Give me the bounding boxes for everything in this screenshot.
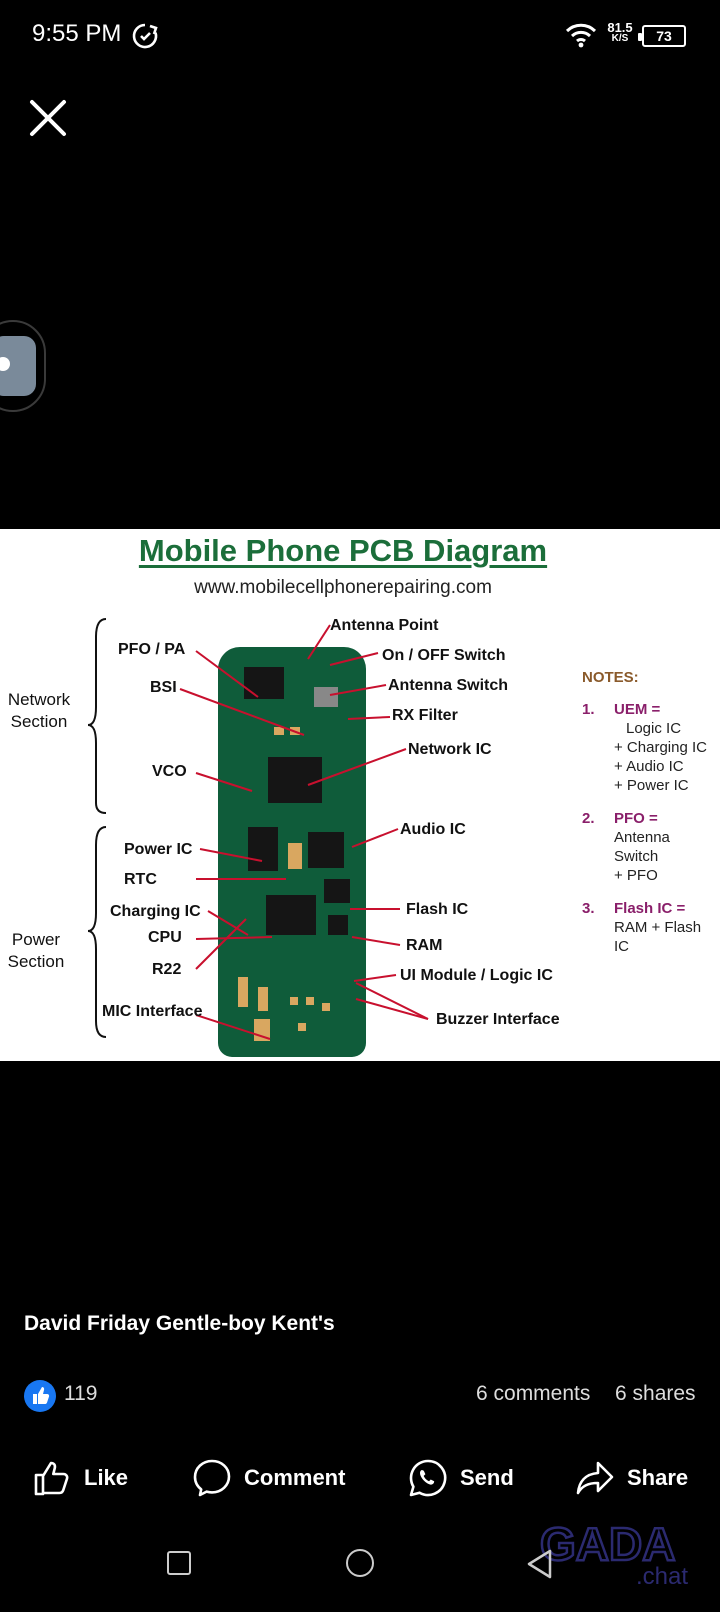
- label-bsi: BSI: [150, 679, 177, 696]
- whatsapp-icon: [409, 1459, 447, 1497]
- share-arrow-icon: [576, 1461, 614, 1495]
- svg-text:.chat: .chat: [636, 1563, 688, 1588]
- diagram-url: www.mobilecellphonerepairing.com: [194, 577, 492, 598]
- like-button[interactable]: Like: [32, 1450, 128, 1506]
- share-label: Share: [627, 1465, 689, 1490]
- label-r22: R22: [152, 961, 182, 978]
- sync-icon: [132, 23, 158, 49]
- label-antenna-point: Antenna Point: [330, 617, 439, 634]
- note-item: 1. UEM = Logic IC + Charging IC + Audio I…: [582, 700, 720, 795]
- network-speed: 81.5 K/S: [606, 20, 634, 44]
- network-speed-unit: K/S: [611, 33, 629, 44]
- svg-text:GADA: GADA: [540, 1518, 675, 1570]
- label-flash-ic: Flash IC: [406, 901, 469, 918]
- network-section-label: Network Section: [7, 690, 71, 731]
- note-name: UEM =: [614, 701, 661, 718]
- note-number: 1.: [582, 701, 595, 718]
- label-charging-ic: Charging IC: [110, 903, 201, 920]
- like-reaction-icon[interactable]: [24, 1380, 56, 1412]
- note-name: Flash IC =: [614, 900, 686, 917]
- comment-button[interactable]: Comment: [192, 1450, 345, 1506]
- note-line: + Charging IC: [614, 739, 707, 756]
- note-name: PFO =: [614, 810, 658, 827]
- wifi-icon: [565, 23, 597, 48]
- thumbs-up-icon: [34, 1461, 69, 1496]
- pcb-board-image: [218, 647, 366, 1057]
- note-number: 2.: [582, 810, 595, 827]
- section-braces: [87, 618, 107, 1038]
- note-line: Switch: [614, 848, 659, 865]
- label-cpu: CPU: [148, 929, 182, 946]
- label-rtc: RTC: [124, 871, 157, 888]
- label-rx-filter: RX Filter: [392, 707, 458, 724]
- comment-label: Comment: [244, 1465, 346, 1490]
- label-pfo-pa: PFO / PA: [118, 641, 186, 658]
- diagram-leader-lines: [179, 624, 429, 1040]
- recent-apps-button[interactable]: [167, 1551, 191, 1575]
- label-network-ic: Network IC: [408, 741, 492, 758]
- label-audio-ic: Audio IC: [400, 821, 466, 838]
- note-line: RAM + Flash: [614, 919, 702, 936]
- post-photo[interactable]: Mobile Phone PCB Diagram www.mobilecellp…: [0, 529, 720, 1061]
- gada-watermark-logo: GADA .chat: [540, 1518, 688, 1588]
- note-line: Logic IC: [626, 720, 682, 737]
- label-antenna-switch: Antenna Switch: [388, 677, 509, 694]
- diagram-notes: NOTES: 1. UEM = Logic IC + Charging IC + …: [582, 669, 720, 970]
- send-label: Send: [460, 1465, 514, 1490]
- label-mic-interface: MIC Interface: [102, 1003, 203, 1020]
- status-time: 9:55 PM: [32, 20, 122, 47]
- label-power-ic: Power IC: [124, 841, 193, 858]
- label-ram: RAM: [406, 937, 443, 954]
- send-button[interactable]: Send: [408, 1450, 514, 1506]
- note-number: 3.: [582, 900, 595, 917]
- note-line: + Power IC: [614, 777, 689, 794]
- back-button[interactable]: [525, 1548, 555, 1580]
- like-label: Like: [84, 1465, 129, 1490]
- note-line: Antenna: [614, 829, 670, 846]
- comment-bubble-icon: [193, 1459, 231, 1497]
- reaction-count[interactable]: 119: [64, 1382, 98, 1405]
- battery-icon: 73: [638, 25, 686, 47]
- status-bar: 9:55 PM 81.5 K/S 73: [0, 0, 720, 72]
- share-button[interactable]: Share: [575, 1450, 688, 1506]
- close-icon[interactable]: [26, 96, 70, 140]
- note-item: 3. Flash IC = RAM + Flash IC: [582, 899, 720, 956]
- power-section-label: Power Section: [7, 930, 65, 971]
- label-ui-module: UI Module / Logic IC: [400, 967, 553, 984]
- note-item: 2. PFO = Antenna Switch + PFO: [582, 809, 720, 885]
- battery-level: 73: [656, 28, 672, 44]
- note-line: IC: [614, 938, 629, 955]
- note-line: + Audio IC: [614, 758, 684, 775]
- post-author[interactable]: David Friday Gentle-boy Kent's: [24, 1312, 335, 1335]
- floating-bubble-handle[interactable]: [0, 320, 46, 412]
- note-line: + PFO: [614, 867, 658, 884]
- label-vco: VCO: [152, 763, 187, 780]
- diagram-title: Mobile Phone PCB Diagram: [138, 533, 548, 568]
- shares-count[interactable]: 6 shares: [615, 1382, 696, 1405]
- network-speed-value: 81.5: [607, 20, 633, 35]
- notes-heading: NOTES:: [582, 669, 639, 686]
- label-buzzer-interface: Buzzer Interface: [436, 1011, 560, 1028]
- label-on-off-switch: On / OFF Switch: [382, 647, 506, 664]
- comments-count[interactable]: 6 comments: [476, 1382, 591, 1405]
- home-button[interactable]: [346, 1549, 374, 1577]
